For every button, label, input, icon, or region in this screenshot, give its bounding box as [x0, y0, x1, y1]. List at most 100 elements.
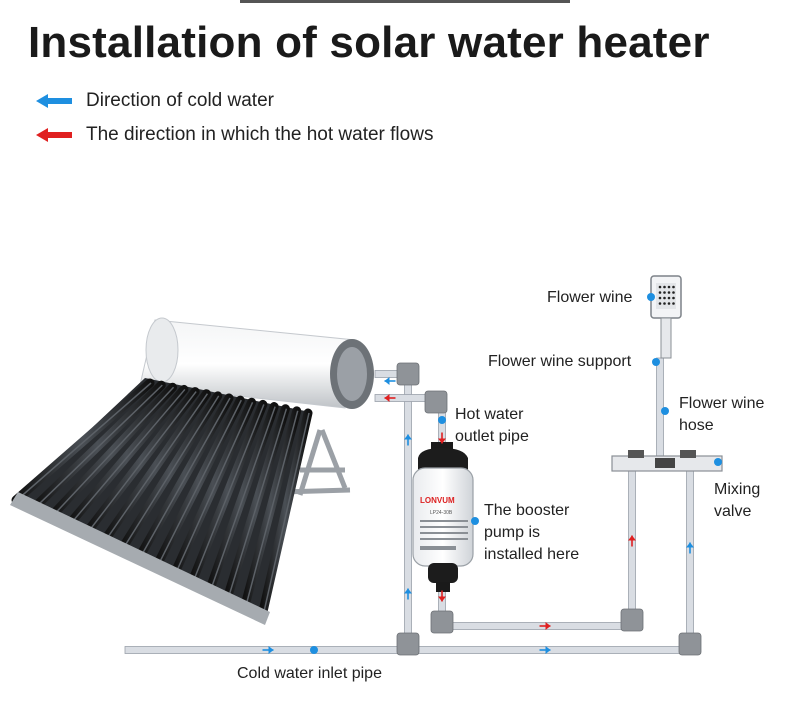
vacuum-tube — [204, 402, 279, 596]
arrow-head — [438, 438, 446, 444]
pipe-segment — [404, 377, 412, 651]
dot-flower-wine-support — [652, 358, 660, 366]
vacuum-tube — [222, 404, 290, 604]
flow-arrow-hot — [438, 432, 446, 444]
arrow-head — [686, 542, 694, 548]
shower-nozzle — [667, 285, 671, 289]
shower-nozzle — [658, 302, 662, 305]
shower-nozzle — [658, 291, 662, 294]
shower-nozzle — [667, 302, 671, 305]
label-booster-pump: The booster pump is installed here — [484, 502, 580, 563]
arrow-head — [628, 535, 636, 541]
flow-arrow-cold — [686, 542, 694, 554]
pipe-elbow — [430, 610, 454, 634]
arrow-head — [404, 434, 412, 440]
arrow-head — [438, 596, 446, 602]
legend-hot-text: The direction in which the hot water flo… — [86, 124, 434, 145]
tube-highlight — [139, 397, 231, 559]
legend-hot: The direction in which the hot water flo… — [36, 124, 433, 146]
flow-arrow-hot — [628, 535, 636, 547]
dot-hot-water-outlet — [438, 416, 446, 424]
vacuum-tube — [134, 393, 234, 563]
tube-highlight — [69, 388, 186, 526]
pipe-elbow — [424, 390, 448, 414]
blue-arrow-icon — [36, 94, 72, 108]
solar-water-heater — [10, 317, 374, 625]
tube-highlight — [16, 382, 152, 501]
flow-arrows — [262, 377, 694, 654]
page-title: Installation of solar water heater — [28, 18, 710, 67]
flow-arrow-hot — [384, 394, 396, 402]
vacuum-tube — [239, 406, 302, 613]
vacuum-tube — [116, 391, 223, 555]
label-flower-wine: Flower wine — [547, 289, 633, 306]
tube-highlight — [174, 401, 254, 575]
flow-arrow-cold — [539, 646, 551, 654]
arrow-head — [545, 622, 551, 630]
shower-nozzle — [663, 285, 666, 289]
legend-cold-text: Direction of cold water — [86, 90, 274, 111]
shower-nozzle — [663, 291, 666, 294]
tube-highlight — [104, 393, 209, 542]
label-hot-water-outlet: Hot water outlet pipe — [455, 406, 529, 445]
pipe-segment — [628, 467, 636, 627]
flow-arrow-hot — [539, 622, 551, 630]
arrow-head — [404, 588, 412, 594]
vacuum-tube — [169, 397, 257, 580]
shower-nozzle — [663, 296, 666, 300]
vacuum-tube — [187, 399, 268, 588]
pipe-elbow — [678, 632, 702, 656]
tube-highlight — [209, 406, 276, 592]
vacuum-tube-collector — [10, 378, 313, 625]
arrow-head — [268, 646, 274, 654]
flow-arrow-hot — [438, 590, 446, 602]
dot-mixing-valve — [714, 458, 722, 466]
shower-nozzle — [672, 291, 675, 294]
shower-nozzle — [667, 291, 671, 294]
top-divider — [240, 0, 570, 3]
tube-highlight — [192, 404, 265, 584]
tube-highlight — [156, 399, 242, 567]
pipe-elbow — [620, 608, 644, 632]
shower-nozzle — [658, 285, 662, 289]
label-flower-wine-support: Flower wine support — [488, 353, 632, 370]
pump-brand: LONVUM — [420, 496, 455, 505]
arrow-head — [384, 377, 390, 385]
legend-cold: Direction of cold water — [36, 90, 274, 112]
red-arrow-icon — [36, 128, 72, 142]
arrow-head — [384, 394, 390, 402]
shower-nozzle — [658, 296, 662, 300]
vacuum-tube — [99, 389, 211, 546]
tube-highlight — [51, 386, 175, 518]
tube-highlight — [121, 395, 220, 551]
vacuum-tube — [257, 408, 313, 621]
pipe-elbow — [396, 362, 420, 386]
pipe-segment — [686, 467, 694, 651]
arrow-head — [545, 646, 551, 654]
dot-flower-wine-hose — [661, 407, 669, 415]
dot-flower-wine — [647, 293, 655, 301]
dot-cold-water-inlet — [310, 646, 318, 654]
water-tank — [139, 317, 374, 409]
flow-arrow-cold — [404, 588, 412, 600]
dot-booster-pump — [471, 517, 479, 525]
label-cold-water-inlet: Cold water inlet pipe — [237, 665, 382, 682]
flow-arrow-cold — [262, 646, 274, 654]
shower-head — [650, 275, 682, 359]
shower-nozzle — [672, 285, 675, 289]
tube-highlight — [34, 384, 163, 509]
tube-highlight — [244, 410, 299, 608]
shower-nozzle — [667, 296, 671, 300]
vacuum-tube — [152, 395, 245, 571]
tube-highlight — [262, 412, 310, 617]
flow-arrow-cold — [404, 434, 412, 446]
label-mixing-valve: Mixing valve — [714, 481, 761, 520]
tube-highlight — [227, 408, 288, 600]
booster-pump: LONVUM LP24-30B — [412, 442, 474, 592]
shower-nozzle — [672, 302, 675, 305]
flow-arrow-cold — [384, 377, 396, 385]
pipe-elbow — [396, 632, 420, 656]
shower-nozzle — [663, 302, 666, 305]
pipe-segment — [441, 622, 633, 630]
